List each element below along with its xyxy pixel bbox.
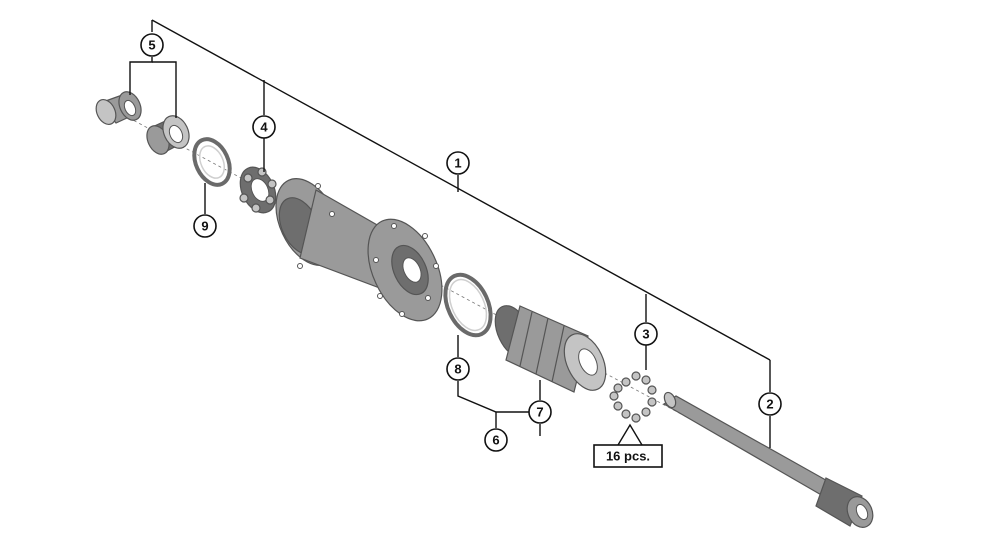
callout-8: 8 [446,357,470,381]
callout-2-label: 2 [766,397,773,412]
seal-ring-part [443,272,493,338]
callout-9: 9 [193,214,217,238]
bearing-retainer-part [239,166,277,214]
lock-nut-part [95,91,142,125]
callout-2: 2 [758,392,782,416]
callout-1-label: 1 [454,156,461,171]
callout-7: 7 [528,400,552,424]
quantity-note: 16 pcs. [593,444,663,468]
callout-3: 3 [634,322,658,346]
callout-5: 5 [140,33,164,57]
callout-7-label: 7 [536,405,543,420]
cone-part [146,115,190,155]
hub-axle-part [662,391,874,528]
hub-shell-part [275,178,443,322]
callout-8-label: 8 [454,362,461,377]
leader-lines [129,19,771,448]
ball-bearings-part [609,371,657,423]
callout-4-label: 4 [260,120,268,135]
callout-1: 1 [446,151,470,175]
callout-6-label: 6 [492,433,499,448]
callout-9-label: 9 [201,219,208,234]
washer-part [192,137,232,187]
callout-3-label: 3 [642,327,649,342]
callout-5-label: 5 [148,38,155,53]
callout-6: 6 [484,428,508,452]
callout-4: 4 [252,115,276,139]
quantity-note-label: 16 pcs. [606,449,650,464]
freehub-body-part [494,305,607,393]
